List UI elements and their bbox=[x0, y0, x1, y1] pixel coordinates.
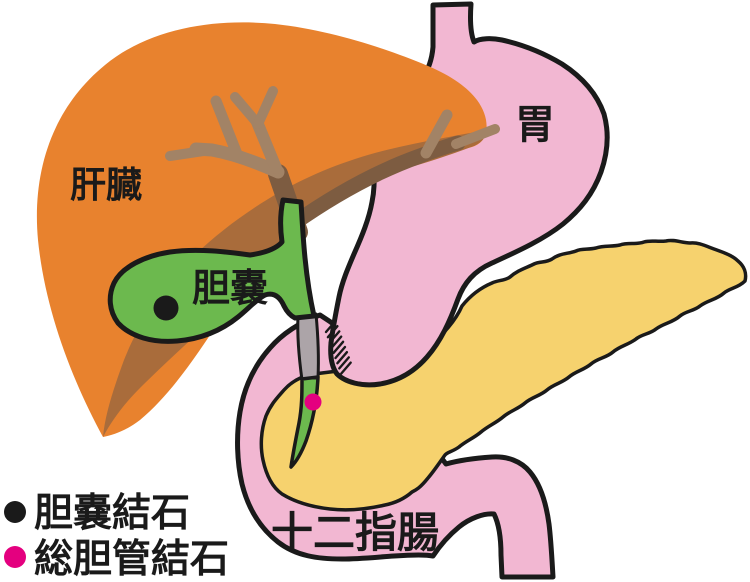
pylorus-hatching bbox=[324, 319, 352, 375]
common-bile-duct-stone-marker bbox=[304, 393, 322, 411]
bile-duct-tree bbox=[165, 86, 500, 179]
duodenum-label: 十二指腸 bbox=[271, 509, 439, 556]
gallbladder-stone-marker bbox=[153, 295, 179, 321]
common-bile-duct-stone-legend-label: 総胆管結石 bbox=[34, 538, 229, 581]
common-bile-duct-hidden-segment bbox=[296, 312, 320, 382]
gallbladder-stone-legend-label: 胆嚢結石 bbox=[34, 492, 190, 535]
pancreas-shape bbox=[259, 238, 748, 512]
legend: 胆嚢結石 総胆管結石 bbox=[4, 492, 229, 581]
gallbladder-stone-legend-dot bbox=[4, 501, 26, 523]
liver-label: 肝臓 bbox=[70, 164, 142, 205]
common-bile-duct-stone-legend-dot bbox=[4, 546, 26, 568]
stomach-label: 胃 bbox=[515, 103, 555, 147]
gallbladder-label: 胆嚢 bbox=[192, 268, 268, 310]
